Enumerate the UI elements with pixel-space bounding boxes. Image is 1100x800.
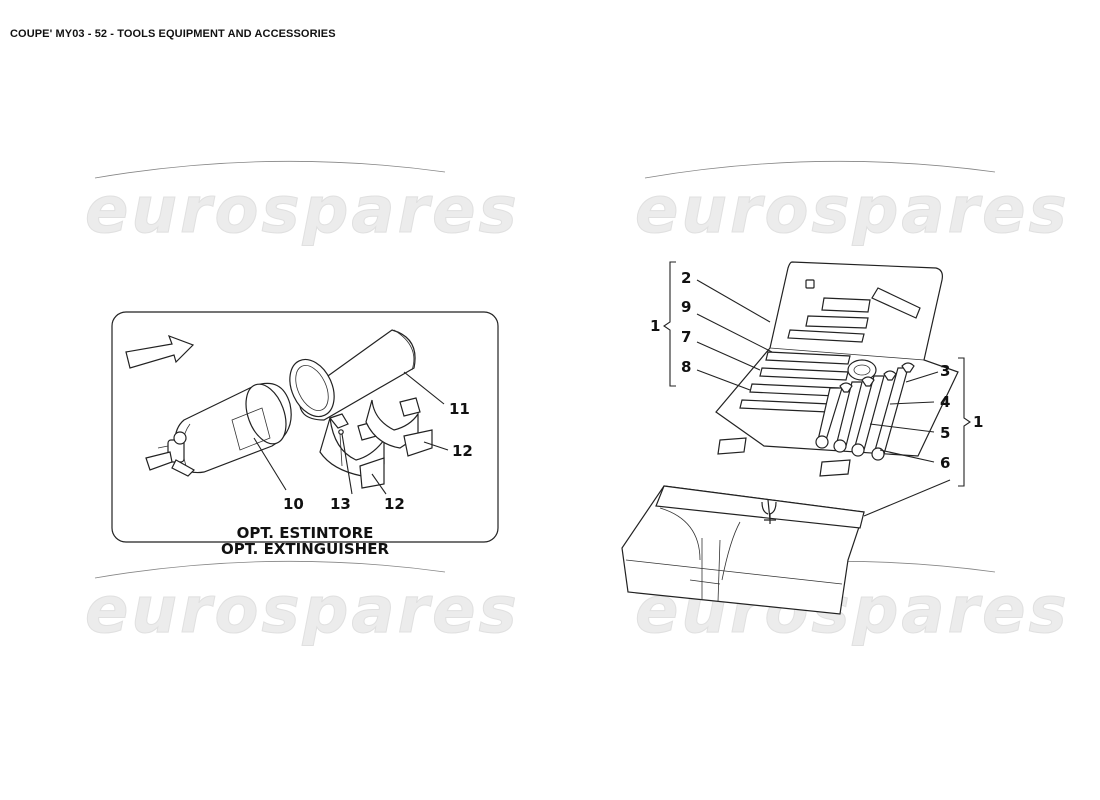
extinguisher-bottle xyxy=(145,382,292,477)
callout-2: 2 xyxy=(681,269,691,287)
callout-3: 3 xyxy=(940,362,950,380)
callout-9: 9 xyxy=(681,298,691,316)
bracket-right xyxy=(958,357,971,487)
bracket-left xyxy=(663,261,676,387)
tool-kit: 2 9 7 8 1 3 4 5 6 1 xyxy=(621,261,983,615)
mounting-brackets xyxy=(319,397,433,489)
callout-11: 11 xyxy=(449,400,470,418)
callout-7: 7 xyxy=(681,328,691,346)
callout-10: 10 xyxy=(283,495,304,513)
callout-5: 5 xyxy=(940,424,950,442)
watermark-top-right: eurospares xyxy=(635,174,1070,248)
extinguisher-panel: 10 11 12 12 13 OPT. ESTINTORE OPT. EXTIN… xyxy=(111,311,499,558)
watermark-top-left: eurospares xyxy=(85,174,520,248)
extinguisher-panel-frame xyxy=(111,311,499,543)
watermark-bottom-left: eurospares xyxy=(85,574,520,648)
trident-logo-icon xyxy=(761,499,777,524)
watermarks: eurospares eurospares eurospares eurospa… xyxy=(85,160,1070,649)
callout-13: 13 xyxy=(330,495,351,513)
callout-12-right: 12 xyxy=(452,442,473,460)
direction-arrow-icon xyxy=(125,334,195,369)
callout-8: 8 xyxy=(681,358,691,376)
callout-6: 6 xyxy=(940,454,950,472)
wrenches xyxy=(815,362,915,461)
extinguisher-sleeve xyxy=(289,329,416,421)
caption-estintore: OPT. ESTINTORE xyxy=(237,524,374,542)
tool-roll-closed xyxy=(621,485,865,615)
page-title: COUPE' MY03 - 52 - TOOLS EQUIPMENT AND A… xyxy=(10,28,336,40)
callout-12-lower: 12 xyxy=(384,495,405,513)
callout-1-right: 1 xyxy=(973,413,983,431)
callout-4: 4 xyxy=(940,393,950,411)
caption-extinguisher: OPT. EXTINGUISHER xyxy=(221,540,389,558)
callout-1-left: 1 xyxy=(650,317,660,335)
